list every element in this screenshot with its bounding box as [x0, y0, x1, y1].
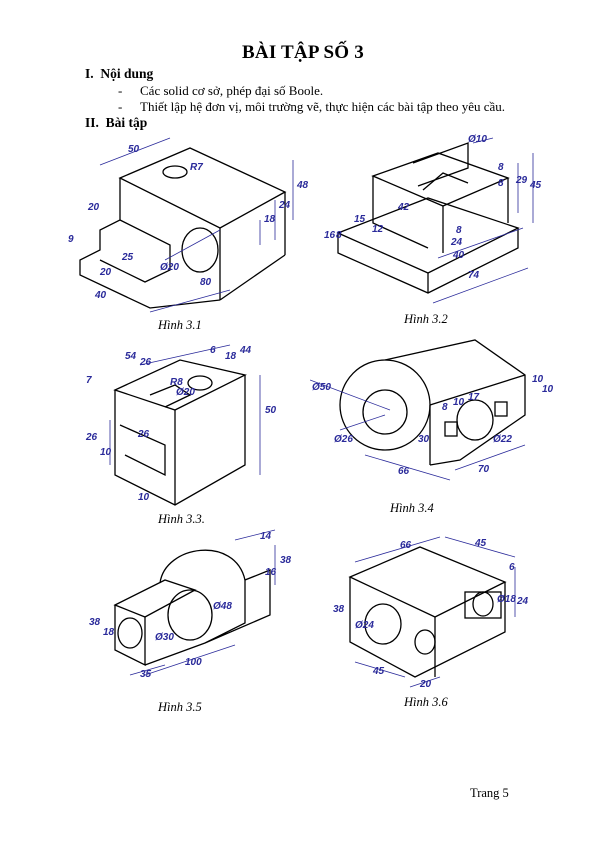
bullet-text: Các solid cơ sở, phép đại số Boole.	[140, 83, 324, 98]
dim-label: Ø18	[497, 594, 516, 605]
figure-3-2-caption: Hình 3.2	[404, 312, 448, 326]
dim-label: 16	[324, 230, 336, 241]
dim-label: 8	[456, 225, 462, 236]
dim-label: 26	[85, 432, 98, 443]
dim-label: 18	[225, 351, 237, 362]
dim-label: 16	[265, 567, 277, 578]
figure-3-3-drawing: 54 26 6 18 44 R8 Ø20 50 26 26 10 10 7	[85, 344, 277, 506]
dim-label: 54	[125, 351, 137, 362]
dim-label: 45	[372, 666, 385, 677]
bullet-item: - Các solid cơ sở, phép đại số Boole.	[118, 83, 323, 99]
dim-label: 24	[278, 200, 291, 211]
figure-3-4-drawing: Ø50 Ø26 8 10 17 30 Ø22 66 70 10 10	[310, 339, 554, 481]
dim-label: 35	[140, 669, 152, 680]
dim-label: 12	[372, 224, 384, 235]
dim-label: 29	[515, 175, 528, 186]
dim-label: 70	[478, 464, 490, 475]
figure-3-6-caption: Hình 3.6	[404, 695, 448, 709]
dim-label: 20	[87, 202, 100, 213]
dim-label: 30	[418, 434, 430, 445]
dim-label: 8	[336, 230, 342, 241]
dim-label: 25	[121, 252, 134, 263]
section-1-title: Nội dung	[100, 66, 154, 81]
bullet-text: Thiết lập hệ đơn vị, môi trường vẽ, thực…	[140, 99, 506, 114]
section-1-number: I.	[85, 66, 94, 81]
dim-label: 26	[139, 357, 152, 368]
dim-label: 40	[94, 290, 107, 301]
dim-label: 42	[397, 202, 410, 213]
dim-label: 24	[450, 237, 463, 248]
dim-label: 10	[138, 492, 150, 503]
section-1-heading: I. Nội dung	[85, 66, 153, 82]
dim-label: 10	[532, 374, 544, 385]
dim-label: Ø48	[213, 601, 232, 612]
dim-label: 38	[280, 555, 292, 566]
figure-3-5-caption: Hình 3.5	[158, 700, 202, 714]
dim-label: Ø50	[312, 382, 331, 393]
dim-label: 38	[89, 617, 101, 628]
figure-3-3-caption: Hình 3.3.	[158, 512, 205, 526]
dim-label: 20	[419, 679, 432, 690]
dim-label: R7	[190, 162, 203, 173]
dim-label: 8	[442, 402, 448, 413]
dim-label: 44	[239, 345, 252, 356]
dim-label: 66	[398, 466, 410, 477]
dim-label: Ø10	[468, 134, 487, 145]
dim-label: 8	[498, 178, 504, 189]
dim-label: 9	[68, 234, 74, 245]
figure-3-1-drawing: 50 48 24 18 R7 20 9 25 20 Ø20 80 40	[68, 137, 309, 313]
dim-label: Ø30	[155, 632, 174, 643]
dim-label: 20	[99, 267, 112, 278]
dim-label: 6	[509, 562, 515, 573]
dim-label: 10	[100, 447, 112, 458]
dim-label: 50	[128, 144, 140, 155]
dim-label: 48	[296, 180, 309, 191]
dim-label: 10	[453, 397, 465, 408]
dim-label: 14	[260, 531, 272, 542]
dim-label: R8	[170, 377, 183, 388]
dim-label: 8	[498, 162, 504, 173]
dim-label: 40	[452, 250, 465, 261]
dim-label: 66	[400, 540, 412, 551]
figure-3-5-drawing: 14 38 16 Ø48 Ø30 38 18 35 100	[89, 529, 292, 680]
dim-label: 15	[354, 214, 366, 225]
dim-label: Ø26	[334, 434, 353, 445]
dim-label: 45	[529, 180, 542, 191]
section-2-number: II.	[85, 115, 99, 130]
dim-label: Ø22	[493, 434, 512, 445]
dim-label: 45	[474, 538, 487, 549]
dim-label: 18	[103, 627, 115, 638]
dim-label: Ø20	[160, 262, 179, 273]
figure-3-1-caption: Hình 3.1	[158, 318, 202, 332]
dim-label: 18	[264, 214, 276, 225]
dim-label: Ø24	[355, 620, 374, 631]
dim-label: 6	[210, 345, 216, 356]
dim-label: 10	[542, 384, 554, 395]
page-number: Trang 5	[470, 786, 509, 800]
dim-label: 80	[200, 277, 212, 288]
dim-label: 100	[185, 657, 202, 668]
dim-label: 38	[333, 604, 345, 615]
dim-label: 50	[265, 405, 277, 416]
dim-label: Ø20	[176, 387, 195, 398]
dim-label: 74	[468, 270, 480, 281]
dim-label: 26	[137, 429, 150, 440]
section-2-title: Bài tập	[105, 115, 148, 130]
figure-3-6-drawing: 66 45 6 Ø18 24 38 Ø24 45 20	[333, 536, 529, 690]
bullet-dash: -	[118, 99, 123, 114]
section-2-heading: II. Bài tập	[85, 115, 147, 131]
figure-3-2-drawing: Ø10 8 8 29 45 42 8 24 40 15 12 16 8 74	[324, 134, 542, 304]
figure-3-4-caption: Hình 3.4	[390, 501, 434, 515]
dim-label: 17	[468, 392, 480, 403]
dim-label: 7	[86, 375, 92, 386]
page-title: BÀI TẬP SỐ 3	[242, 42, 364, 63]
bullet-dash: -	[118, 83, 123, 98]
bullet-item: - Thiết lập hệ đơn vị, môi trường vẽ, thự…	[118, 99, 505, 115]
dim-label: 24	[516, 596, 529, 607]
